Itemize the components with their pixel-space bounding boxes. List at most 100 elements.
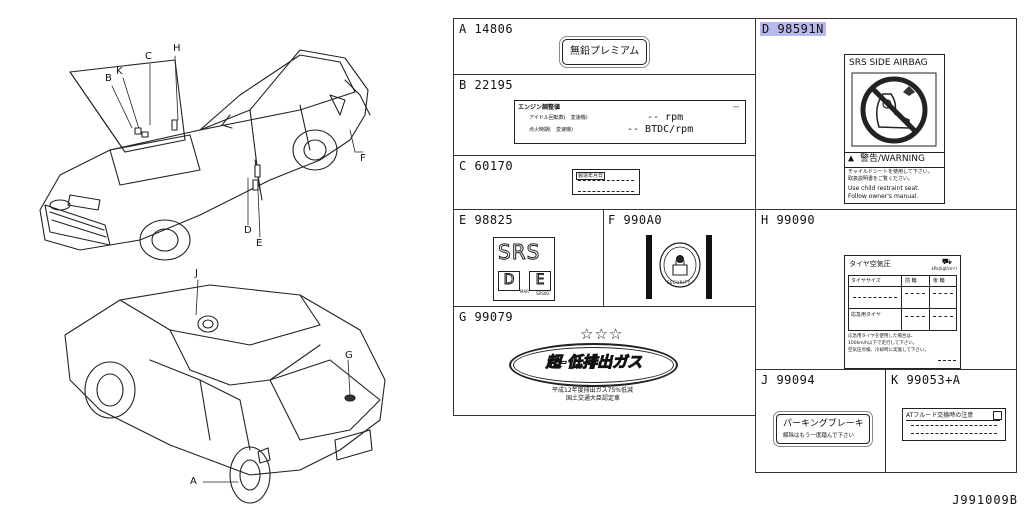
label-g-oval: 超-低排出ガス [509,343,678,387]
label-e-small-e: SRS00 [536,291,549,296]
label-b-idle-value: -- rpm [647,112,684,123]
label-e-small-d: MAR [520,289,529,294]
label-b-dash: -- [733,102,739,111]
label-f-sticker: SECURITY [646,235,712,299]
label-d-warning: 警告/WARNING [860,154,925,164]
label-d-jp-line1: チャイルドシートを使用して下さい。 [848,169,933,175]
label-cell-d: D 98591N SRS SIDE AIRBAG ▲ 警告/WARNING チャ… [755,18,1017,210]
label-h-sticker: タイヤ空気圧 kPa(kgf/cm²) ⛟ タイヤサイズ 前 輪 後 輪 応急用… [844,255,961,369]
callout-g: G [345,350,353,361]
label-h-dash-row2 [905,293,925,294]
label-k-dash1 [911,425,997,426]
callout-h: H [173,43,181,54]
part-reference: J991009B [952,493,1018,507]
label-cell-a: A 14806 無鉛プレミアム [453,18,756,75]
label-h-note3: 空気圧点検、冷却時に実施して下さい。 [848,348,929,353]
label-h-vline1 [901,276,902,330]
car-rear-view [64,284,386,504]
label-h-vline2 [929,276,930,330]
label-h-spare: 応急用タイヤ [851,312,881,318]
label-h-col1: タイヤサイズ [851,278,881,284]
label-cell-k: K 99053+A ATフルード交換時の注意 [885,369,1017,473]
car-illustrations [39,49,386,504]
label-b-sticker: エンジン調整値 -- アイドル回転数( 変速機) -- rpm 点火時期( 変速… [514,100,746,144]
label-d-en-line2: Follow owner's manual. [848,193,919,200]
label-h-dash-row4 [905,316,925,317]
label-cell-g: G 99079 ☆☆☆ 超-低排出ガス 平成12年度排出ガス75%低減 国土交通… [453,306,756,416]
label-g-line2: 国土交通大臣認定車 [566,395,621,402]
label-h-col2: 前 輪 [905,278,917,284]
label-h-bottom-dash [938,360,956,361]
label-h-hline2 [849,308,956,309]
no-child-seat-icon [851,72,937,147]
label-code-d: D 98591N [760,22,826,36]
label-g-stars: ☆☆☆ [580,325,624,343]
label-code-c: C 60170 [459,159,514,173]
label-code-e: E 98825 [459,213,514,227]
label-cell-h: H 99090 タイヤ空気圧 kPa(kgf/cm²) ⛟ タイヤサイズ 前 輪… [755,209,1017,370]
label-j-sticker: パーキングブレーキ 解除はもう一度踏んで下さい [776,414,870,444]
label-h-hline1 [849,286,956,287]
label-k-sticker: ATフルード交換時の注意 [902,408,1006,441]
label-code-f: F 990A0 [608,213,663,227]
callout-a: A [190,476,197,487]
label-c-dashes [578,180,634,192]
label-h-note1: 応急用タイヤを使用した場合は、 [848,334,916,339]
callout-k: K [116,66,123,77]
label-b-ign-label: 点火時期( 変速機) [529,127,573,133]
label-g-line1: 平成12年度排出ガス75%低減 [552,387,633,394]
label-code-a: A 14806 [459,22,514,36]
label-cell-c: C 60170 製造年月日 [453,155,756,210]
leader-lines [111,55,364,483]
label-e-sticker: SRS D MAR E SRS00 [493,237,555,301]
label-h-title: タイヤ空気圧 [849,260,891,268]
label-cell-f: F 990A0 SECURITY [603,209,756,307]
label-b-idle-label: アイドル回転数( 変速機) [529,115,588,121]
label-h-dash-row3 [933,293,953,294]
label-h-dash-row1 [853,297,897,298]
label-h-note2: 100km/h以下で走行して下さい。 [848,341,918,346]
label-a-sticker: 無鉛プレミアム [562,39,648,65]
label-b-title: エンジン調整値 [518,104,561,111]
label-e-srs: SRS [497,240,541,265]
label-h-table: タイヤサイズ 前 輪 後 輪 応急用タイヤ [848,275,957,331]
callout-c: C [145,51,152,62]
label-a-text: 無鉛プレミアム [570,46,640,57]
label-d-header: SRS SIDE AIRBAG [849,58,928,68]
label-cell-e: E 98825 SRS D MAR E SRS00 [453,209,604,307]
callout-d: D [244,225,252,236]
label-code-k: K 99053+A [891,373,961,387]
label-d-sticker: SRS SIDE AIRBAG ▲ 警告/WARNING チャイルドシートを使用… [844,54,945,204]
label-code-h: H 99090 [761,213,816,227]
car-front-view [39,49,371,261]
callout-b: B [105,73,112,84]
label-d-jp-line2: 取扱説明書をご覧ください。 [848,176,914,182]
callout-j: J [195,268,198,279]
warning-triangle-icon: ▲ [848,153,855,164]
label-code-b: B 22195 [459,78,514,92]
label-f-badge: SECURITY [667,280,691,285]
label-code-j: J 99094 [761,373,816,387]
label-h-dash-row5 [933,316,953,317]
label-code-g: G 99079 [459,310,514,324]
label-d-en-line1: Use child restraint seat. [848,185,920,192]
callout-e: E [256,238,263,249]
label-b-ign-value: -- BTDC/rpm [627,124,694,135]
label-j-line1: パーキングブレーキ [783,419,864,429]
label-k-box [993,411,1002,420]
label-e-letter-e: E [529,271,551,291]
car-icon: ⛟ [941,257,952,266]
label-e-letter-d: D [498,271,520,291]
label-cell-b: B 22195 エンジン調整値 -- アイドル回転数( 変速機) -- rpm … [453,74,756,156]
label-cell-j: J 99094 パーキングブレーキ 解除はもう一度踏んで下さい [755,369,886,473]
label-h-col3: 後 輪 [933,278,945,284]
label-j-line2: 解除はもう一度踏んで下さい [783,433,855,439]
label-g-main: 超-低排出ガス [545,353,643,372]
callout-f: F [360,153,366,164]
security-badge-icon [659,242,701,288]
label-c-title: 製造年月日 [576,172,606,180]
label-k-dash2 [911,433,997,434]
label-h-unit: kPa(kgf/cm²) [931,266,957,271]
label-d-warning-row: ▲ 警告/WARNING [845,152,944,168]
label-k-underline [906,420,1000,421]
